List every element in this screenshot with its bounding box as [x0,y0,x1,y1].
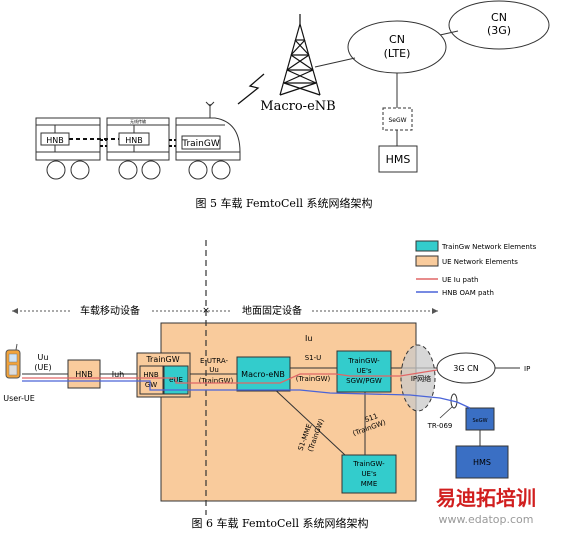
iuh-label: Iuh [112,370,125,379]
s1u-label-2: (TrainGW) [296,375,331,383]
right-arrowhead [432,308,438,314]
ip-network-label: IP网络 [411,374,431,383]
hnb-gw-label-2: GW [145,381,157,389]
uu-label-1: Uu [38,353,49,362]
eutra-label-3: (TrainGW) [199,377,234,385]
divider-cross-mark: × [202,306,210,316]
left-arrowhead [12,308,18,314]
s1u-label-1: S1-U [305,354,322,362]
cn-3g-bottom-label: 3G CN [453,364,478,373]
macro-enb-box-label: Macro-eNB [241,370,285,379]
sgw-pgw-box [336,350,392,393]
hnb2-label: HNB [125,136,143,145]
sgw-label-1: TrainGW- [347,357,380,365]
car2-small-label: 无线传输 [130,118,146,124]
wireless-link-icon [237,73,265,105]
mobile-phone-icon [5,343,21,379]
ue-iu-path [22,369,438,384]
tr069-pointer [439,406,453,419]
figure-5: CN (3G) CN (LTE) Macro-eNB [35,0,550,210]
cn-3g-ellipse [448,0,550,50]
hms-box [378,145,418,173]
cn-3g-label-1: CN [491,11,507,24]
link-lte-3g [439,30,459,36]
segw-bottom-label: SeGW [472,418,487,424]
watermark-url: www.edatop.com [439,513,534,526]
user-ue-label: User-UE [3,394,35,403]
uu-label-2: (UE) [34,363,51,372]
ip-label: IP [524,365,530,373]
right-section-label: 地面固定设备 [242,304,302,317]
hnb-label: HNB [75,370,93,379]
figure-5-caption: 图 5 车载 FemtoCell 系统网络架构 [196,196,373,210]
hms-bottom-label: HMS [473,458,491,467]
figure-6: TrainGw Network Elements UE Network Elem… [3,240,537,530]
cn-lte-label-1: CN [389,33,405,46]
macro-enb-tower-icon [279,14,321,96]
traingw-title: TrainGW [145,355,179,364]
legend-label-ue: UE Network Elements [442,258,518,266]
hnb-box [67,359,101,389]
sgw-label-3: SGW/PGW [346,377,382,385]
eutra-label-2: Uu [209,366,219,374]
traingw-train-label: TrainGW [181,139,220,149]
tr069-label: TR-069 [427,422,453,430]
hms-bottom-box [455,445,509,479]
hnb1-label: HNB [46,136,64,145]
mme-label-1: TrainGW- [352,460,385,468]
mme-label-2: UE's [361,470,376,478]
legend-label-oam: HNB OAM path [442,289,494,297]
macro-enb-label: Macro-eNB [260,99,335,114]
watermark-cn: 易迪拓培训 [436,486,536,510]
train-icon [35,101,241,180]
legend: TrainGw Network Elements UE Network Elem… [415,240,537,297]
mme-box [341,454,397,494]
iu-top-label: Iu [305,334,312,343]
legend-swatch-ue [415,255,439,267]
eutra-label-1: E-UTRA- [200,357,229,365]
sgw-label-2: UE's [356,367,371,375]
legend-swatch-traingw [415,240,439,252]
link-enb-mme [269,384,346,456]
macro-enb-box [236,356,291,392]
cn-3g-bottom-ellipse [436,352,496,384]
hnb-gw-label-1: HNB [143,371,159,379]
link-enb-lte [314,57,356,68]
hnb-gw-box [139,365,164,395]
legend-label-traingw: TrainGw Network Elements [441,243,537,251]
segw-label: SeGW [388,117,406,124]
eue-box [163,365,189,395]
hnb-oam-path [22,380,471,409]
cn-3g-label-2: (3G) [487,24,511,37]
figure-6-caption: 图 6 车载 FemtoCell 系统网络架构 [192,516,369,530]
legend-label-iu: UE Iu path [442,276,478,284]
hms-label: HMS [386,153,411,166]
left-section-label: 车载移动设备 [80,304,140,317]
mme-label-3: MME [361,480,378,488]
cn-lte-label-2: (LTE) [384,47,411,60]
